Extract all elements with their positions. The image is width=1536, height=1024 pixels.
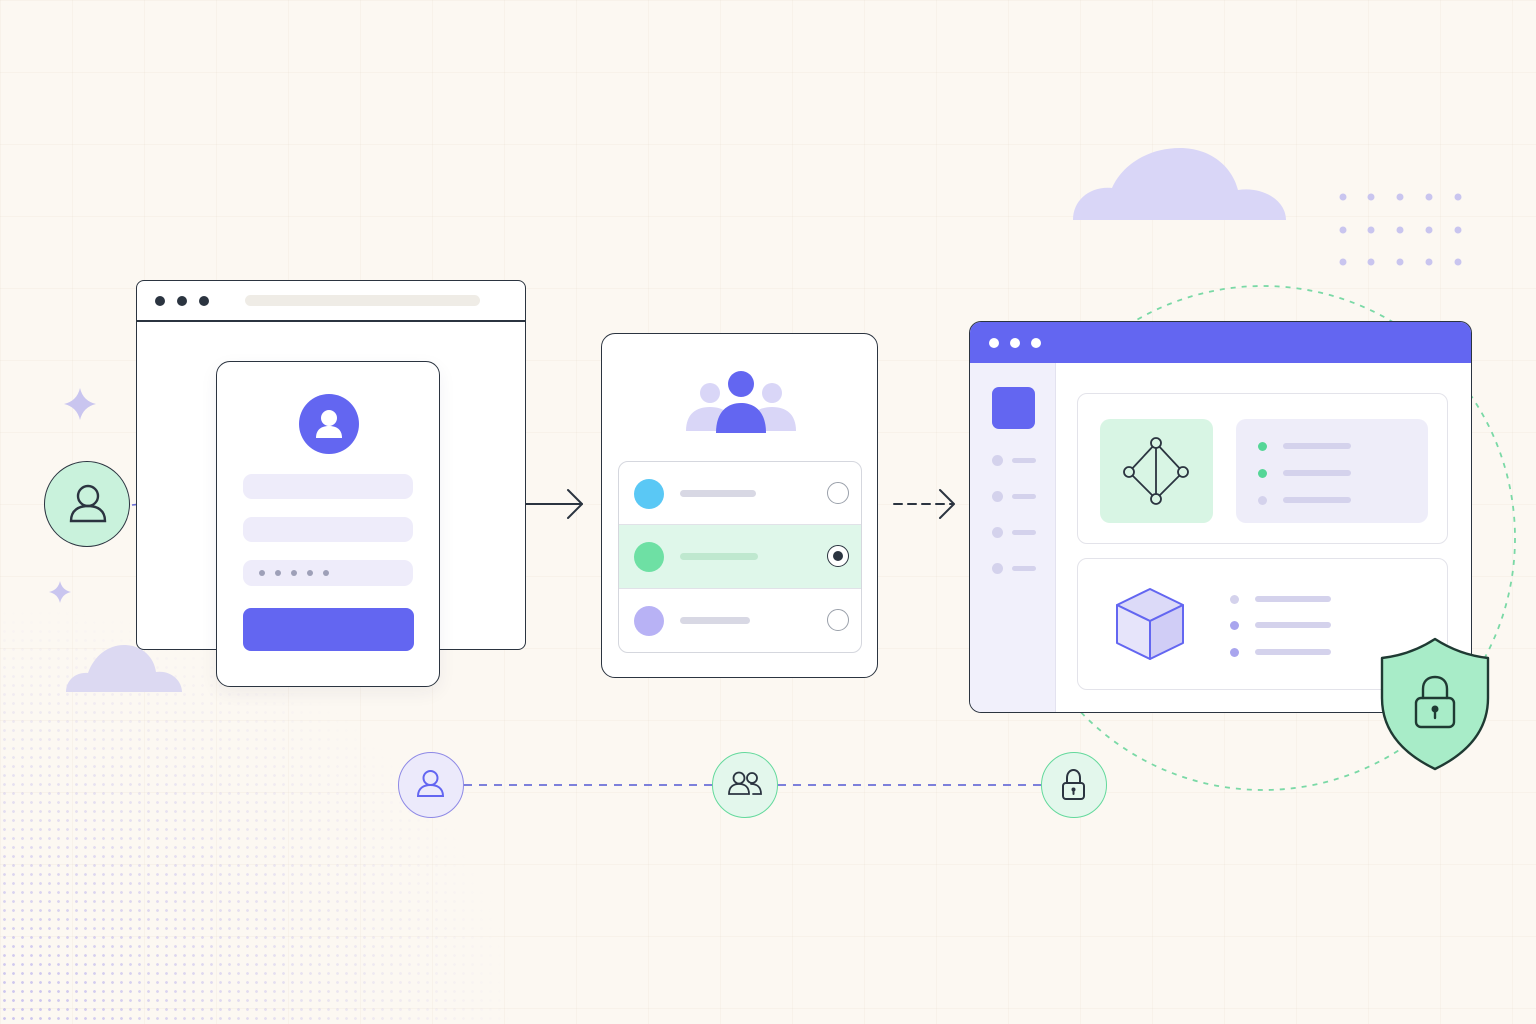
password-dots	[259, 570, 329, 576]
timeline-step-team[interactable]	[712, 752, 778, 818]
status-bar	[1283, 497, 1351, 503]
network-graph-icon	[1123, 437, 1189, 505]
login-card: •••••	[216, 361, 440, 687]
list-item[interactable]	[619, 589, 861, 652]
option-label-bar	[680, 617, 750, 624]
content-card-network	[1077, 393, 1448, 544]
sidebar	[970, 363, 1056, 712]
timeline-step-lock[interactable]	[1041, 752, 1107, 818]
user-icon	[416, 770, 445, 797]
window-dot	[155, 296, 165, 306]
window-dot	[199, 296, 209, 306]
list-bar	[1255, 649, 1331, 655]
cloud-icon	[1073, 148, 1286, 220]
dashboard-window	[969, 321, 1472, 713]
user-avatar-node	[44, 461, 130, 547]
shield-lock-icon	[1380, 637, 1490, 771]
email-field[interactable]	[243, 517, 413, 542]
window-dot	[1010, 338, 1020, 348]
security-ring	[1010, 285, 1516, 791]
option-radio[interactable]	[827, 482, 849, 504]
sidebar-logo	[992, 387, 1035, 429]
address-bar	[245, 295, 480, 306]
option-color-dot	[634, 542, 664, 572]
option-label-bar	[680, 553, 758, 560]
status-dot	[1258, 442, 1267, 451]
sidebar-item-bar	[1012, 566, 1036, 571]
team-select-card	[601, 333, 878, 678]
user-icon	[316, 410, 342, 438]
list-item[interactable]	[619, 525, 861, 589]
cube-icon	[1116, 588, 1184, 660]
sparkle-icon	[49, 581, 71, 603]
cloud-icon	[66, 645, 182, 692]
option-label-bar	[680, 490, 756, 497]
dot-grid	[1339, 193, 1462, 266]
option-list	[618, 461, 862, 653]
network-tile	[1100, 419, 1213, 523]
list-bar	[1255, 596, 1331, 602]
status-bar	[1283, 470, 1351, 476]
sidebar-item-bar	[1012, 458, 1036, 463]
sidebar-item-bar	[1012, 494, 1036, 499]
sidebar-item-dot[interactable]	[992, 527, 1003, 538]
arrow-right-icon	[893, 489, 955, 519]
list-bullet	[1230, 595, 1239, 604]
dashboard-header	[970, 322, 1471, 363]
window-dot	[1031, 338, 1041, 348]
content-card-cube	[1077, 558, 1448, 690]
username-field[interactable]	[243, 474, 413, 499]
sidebar-item-dot[interactable]	[992, 563, 1003, 574]
option-radio-selected[interactable]	[827, 545, 849, 567]
radio-dot	[832, 550, 843, 561]
status-dot	[1258, 496, 1267, 505]
avatar	[299, 394, 359, 454]
option-color-dot	[634, 606, 664, 636]
team-icon	[686, 371, 796, 433]
timeline-step-user[interactable]	[398, 752, 464, 818]
list-item[interactable]	[619, 462, 861, 525]
status-bar	[1283, 443, 1351, 449]
login-button[interactable]	[243, 608, 414, 651]
status-list-panel	[1236, 419, 1428, 523]
sidebar-item-bar	[1012, 530, 1036, 535]
window-header-divider	[137, 320, 525, 322]
list-bullet	[1230, 621, 1239, 630]
list-bar	[1255, 622, 1331, 628]
status-dot	[1258, 469, 1267, 478]
option-color-dot	[634, 479, 664, 509]
user-icon	[69, 484, 107, 523]
option-radio[interactable]	[827, 609, 849, 631]
password-field[interactable]: •••••	[243, 560, 413, 586]
window-dot	[177, 296, 187, 306]
lock-icon	[1062, 768, 1085, 800]
team-icon	[728, 771, 762, 795]
sparkle-icon	[64, 388, 96, 420]
sidebar-item-dot[interactable]	[992, 491, 1003, 502]
sidebar-item-dot[interactable]	[992, 455, 1003, 466]
window-dot	[989, 338, 999, 348]
list-bullet	[1230, 648, 1239, 657]
